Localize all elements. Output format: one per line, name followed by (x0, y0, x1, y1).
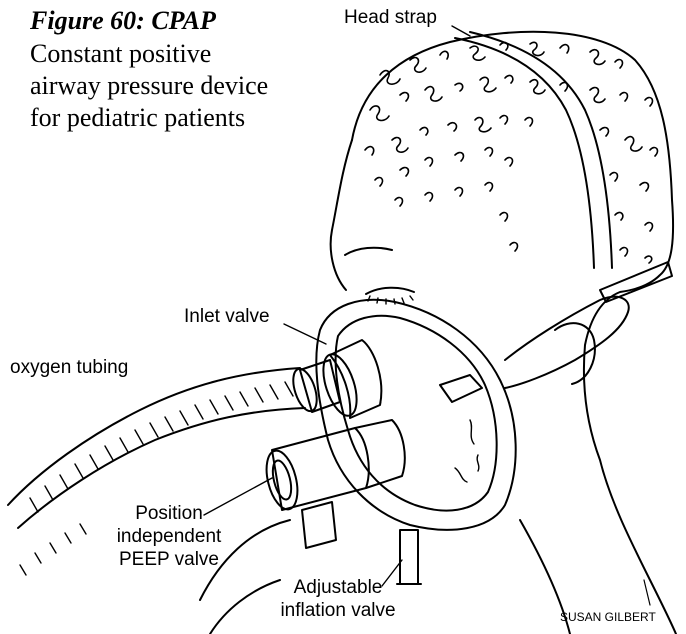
caption-line: airway pressure device (30, 70, 330, 102)
figure-title: Figure 60: CPAP (30, 6, 216, 36)
label-head-strap: Head strap (344, 6, 437, 29)
eyebrow (345, 248, 392, 255)
leader-head-strap (452, 26, 470, 36)
leader-credit (644, 580, 650, 605)
label-oxygen-tubing: oxygen tubing (10, 356, 128, 379)
caption-line: for pediatric patients (30, 102, 330, 134)
eye (366, 288, 414, 294)
strap-arm (505, 297, 629, 388)
tubing-ribs-lower (20, 524, 86, 575)
head-strap-band-edge (470, 32, 612, 268)
label-line: PEEP valve (104, 548, 234, 571)
strap-clip (440, 375, 482, 402)
label-line: independent (104, 525, 234, 548)
forehead-outline (331, 140, 352, 290)
label-line: Position (104, 502, 234, 525)
figure-caption: Constant positive airway pressure device… (30, 38, 330, 134)
caption-line: Constant positive (30, 38, 330, 70)
label-peep-valve: Position independent PEEP valve (104, 502, 234, 571)
label-line: inflation valve (258, 599, 418, 622)
peep-valve-collar (355, 420, 405, 488)
mask-detail (455, 420, 479, 482)
head-strap-band (455, 38, 594, 268)
inlet-valve-rim (317, 350, 363, 420)
lower-port (302, 502, 336, 548)
hair-texture (365, 42, 658, 263)
tubing-ribs (30, 382, 293, 512)
label-inlet-valve: Inlet valve (184, 305, 270, 328)
oxygen-tubing (8, 368, 300, 505)
label-inflation-valve: Adjustable inflation valve (258, 576, 418, 622)
label-line: Adjustable (258, 576, 418, 599)
artist-credit: SUSAN GILBERT (560, 610, 656, 624)
